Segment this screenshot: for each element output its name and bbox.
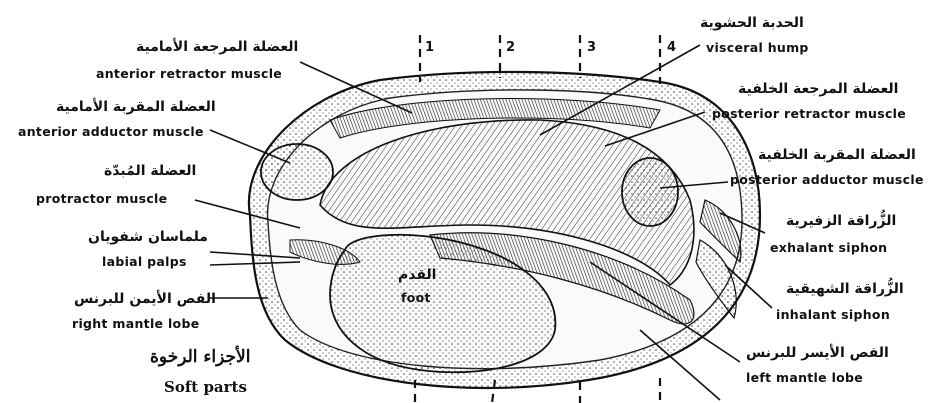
protractor-label-ar: العضلة المُبدّة	[104, 164, 196, 178]
foot-label-en: foot	[401, 292, 431, 305]
visceral-hump-label-ar: الحدبة الحشوية	[700, 16, 804, 30]
left-mantle-lobe-label-en: left mantle lobe	[746, 372, 863, 385]
inhalant-siphon-label-ar: الزُّراقة الشهيقية	[786, 282, 904, 296]
section-number-3: 3	[587, 40, 596, 55]
posterior-adductor-label-ar: العضلة المقربة الخلفية	[758, 148, 916, 162]
labial-palps-label-ar: ملماسان شفويان	[88, 230, 208, 244]
posterior-retractor-label-en: posterior retractor muscle	[712, 108, 906, 121]
posterior-retractor-label-ar: العضلة المرجعة الخلفية	[738, 82, 898, 96]
inhalant-siphon-label-en: inhalant siphon	[776, 309, 890, 322]
protractor-label-en: protractor muscle	[36, 193, 167, 206]
right-mantle-lobe-label-ar: الفص الأيمن للبرنس	[74, 292, 216, 306]
anterior-retractor-label-ar: العضلة المرجعة الأمامية	[136, 40, 298, 54]
visceral-hump-label-en: visceral hump	[706, 42, 809, 55]
anterior-adductor-muscle-shape	[261, 144, 333, 200]
exhalant-siphon-label-ar: الزُّراقة الزفيرية	[786, 214, 896, 228]
labial-palps-label-en: labial palps	[102, 256, 187, 269]
anterior-adductor-label-ar: العضلة المقربة الأمامية	[56, 100, 216, 114]
section-number-4: 4	[667, 40, 676, 55]
left-mantle-lobe-label-ar: الفص الأيسر للبرنس	[746, 346, 889, 360]
figure-title-english: Soft parts	[164, 380, 247, 395]
foot-label-ar: القدم	[398, 268, 436, 282]
right-mantle-lobe-label-en: right mantle lobe	[72, 318, 199, 331]
posterior-adductor-label-en: posterior adductor muscle	[730, 174, 924, 187]
section-number-2: 2	[506, 40, 515, 55]
exhalant-siphon-label-en: exhalant siphon	[770, 242, 887, 255]
anterior-adductor-label-en: anterior adductor muscle	[18, 126, 204, 139]
anterior-retractor-label-en: anterior retractor muscle	[96, 68, 282, 81]
figure-title-arabic: الأجزاء الرخوة	[150, 349, 250, 366]
section-number-1: 1	[425, 40, 434, 55]
